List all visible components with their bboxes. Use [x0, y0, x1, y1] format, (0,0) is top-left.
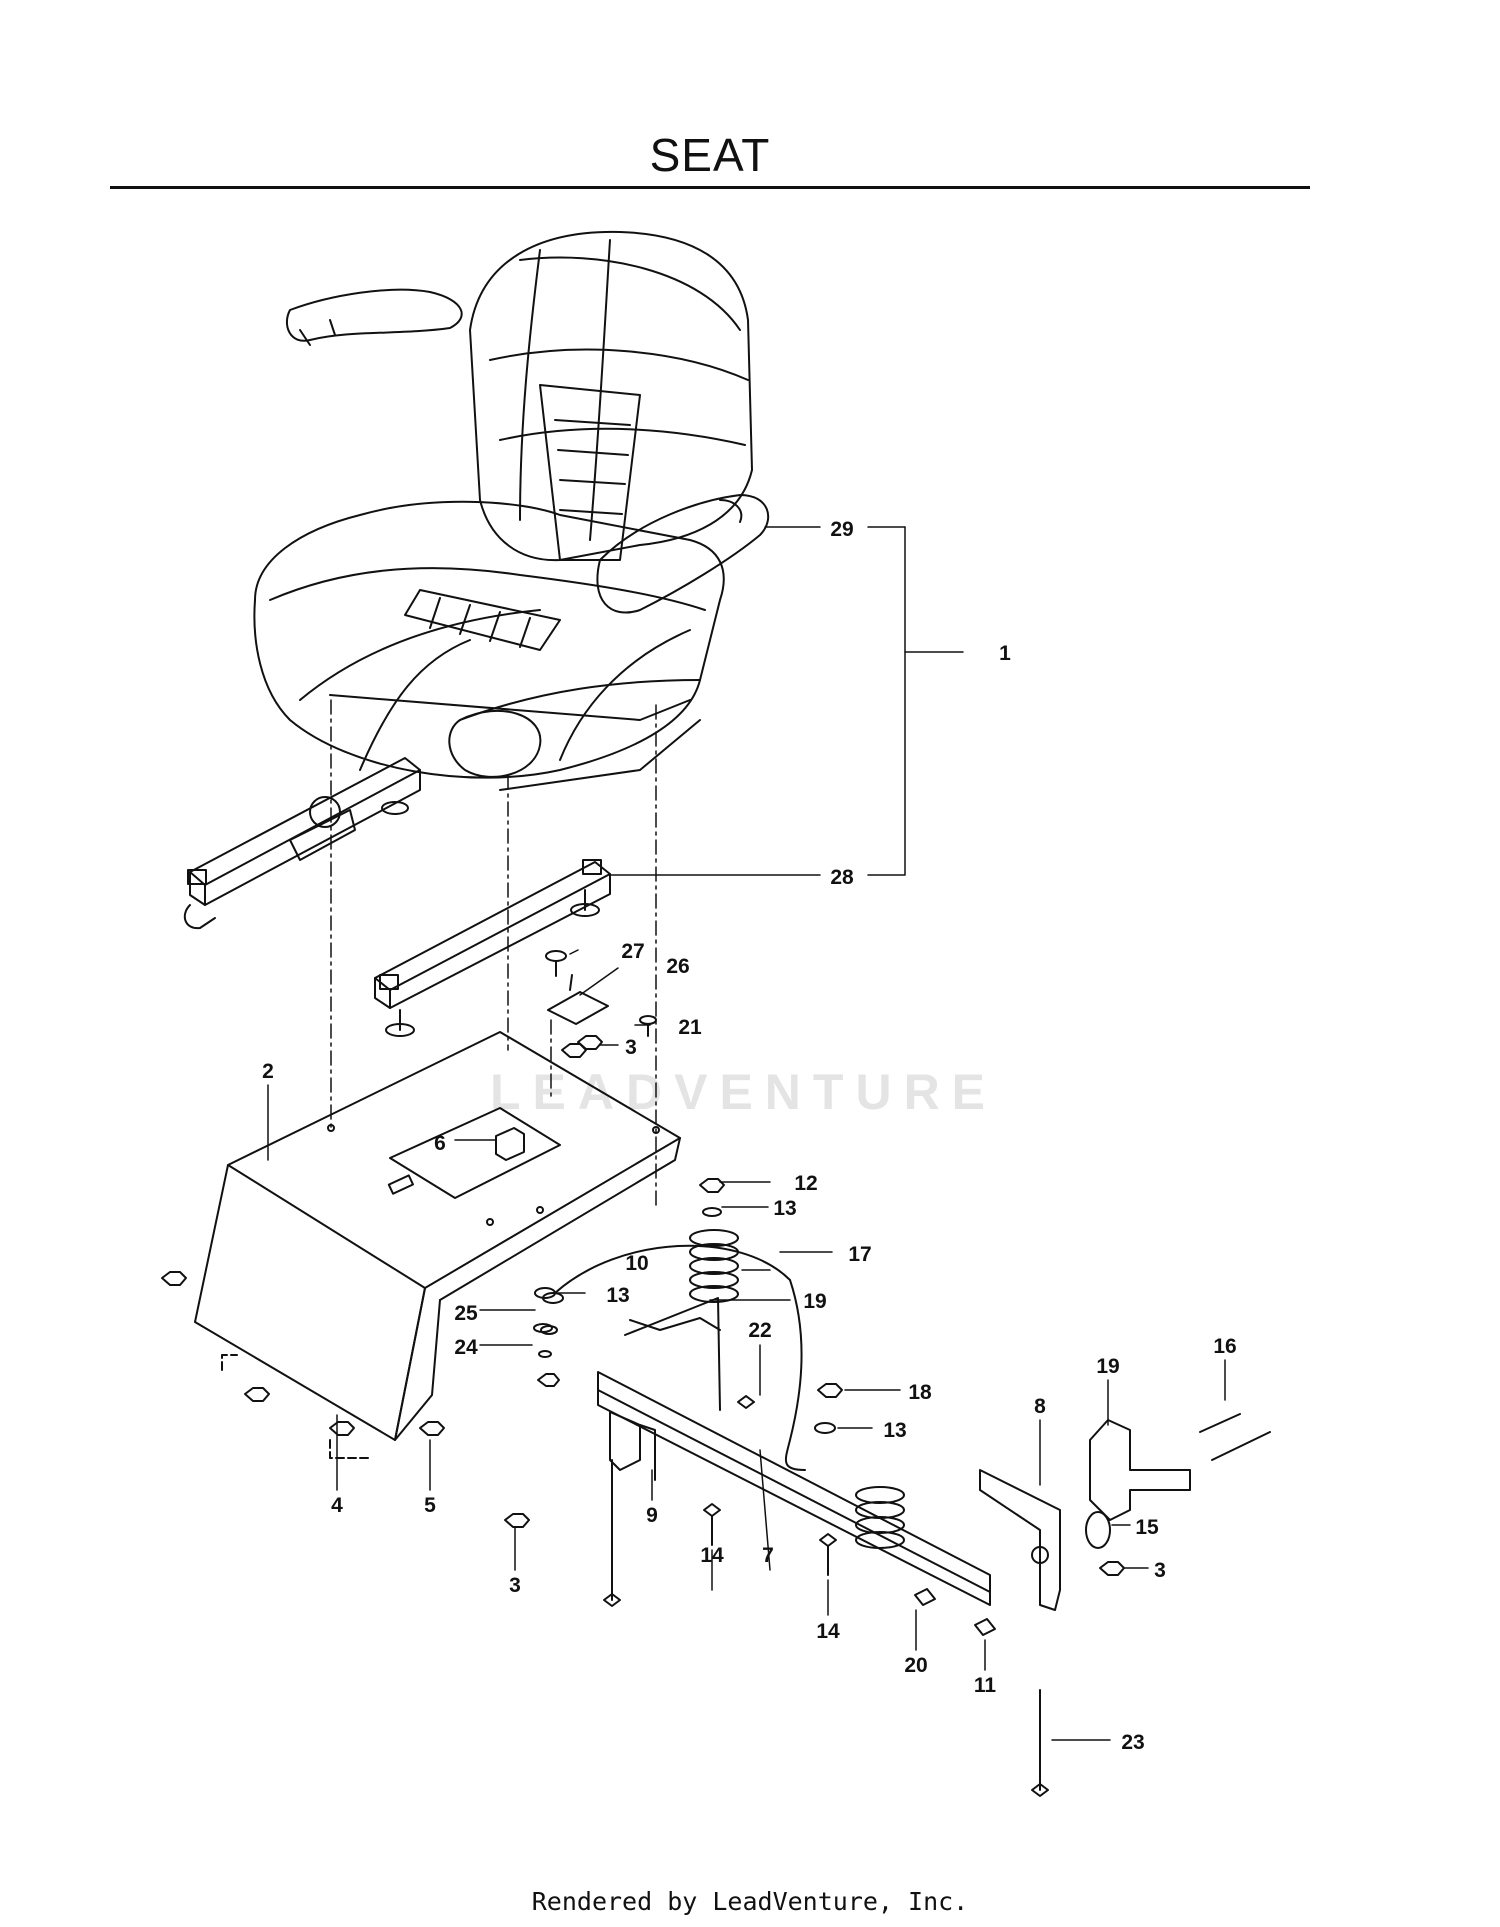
callout-27[interactable]: 27	[621, 940, 644, 963]
callout-6[interactable]: 6	[434, 1132, 446, 1155]
callout-22[interactable]: 22	[748, 1319, 771, 1342]
slide-rail-left	[183, 757, 421, 930]
callout-1[interactable]: 1	[999, 642, 1011, 665]
seat-illustration	[253, 230, 770, 791]
leader-lines	[267, 526, 1226, 1741]
callout-18[interactable]: 18	[908, 1381, 932, 1404]
callout-3[interactable]: 3	[509, 1574, 521, 1597]
callout-26[interactable]: 26	[666, 955, 689, 978]
seat-pan	[194, 1031, 681, 1441]
callout-15[interactable]: 15	[1135, 1516, 1159, 1539]
watermark-text: LEADVENTURE	[490, 1064, 998, 1120]
callout-4[interactable]: 4	[331, 1494, 343, 1517]
callout-19[interactable]: 19	[803, 1290, 826, 1313]
callout-17[interactable]: 17	[848, 1243, 871, 1266]
title-rule	[110, 186, 1310, 189]
callout-29[interactable]: 29	[830, 518, 853, 541]
slide-rail-right	[374, 859, 611, 1037]
callout-10[interactable]: 10	[625, 1252, 648, 1275]
callout-13[interactable]: 13	[883, 1419, 906, 1442]
callout-24[interactable]: 24	[454, 1336, 478, 1359]
footer-credit: Rendered by LeadVenture, Inc.	[531, 1887, 969, 1916]
callout-23[interactable]: 23	[1121, 1731, 1144, 1754]
callout-13[interactable]: 13	[773, 1197, 796, 1220]
callout-14[interactable]: 14	[700, 1544, 724, 1567]
spring-cable	[534, 1178, 806, 1471]
callout-2[interactable]: 2	[262, 1060, 274, 1083]
callout-20[interactable]: 20	[904, 1654, 927, 1677]
callout-14[interactable]: 14	[816, 1620, 840, 1643]
callout-21[interactable]: 21	[678, 1016, 702, 1039]
callout-16[interactable]: 16	[1213, 1335, 1236, 1358]
callout-25[interactable]: 25	[454, 1302, 478, 1325]
crossbar-assembly	[504, 1297, 1271, 1797]
bracket-hardware	[545, 950, 657, 1058]
callout-19[interactable]: 19	[1096, 1355, 1119, 1378]
page-title: SEAT	[649, 129, 771, 181]
callout-3[interactable]: 3	[1154, 1559, 1166, 1582]
callout-3[interactable]: 3	[625, 1036, 637, 1059]
pan-fasteners	[161, 1271, 445, 1459]
callout-12[interactable]: 12	[794, 1172, 817, 1195]
alignment-lines	[330, 699, 657, 1211]
callout-28[interactable]: 28	[830, 866, 854, 889]
callout-5[interactable]: 5	[424, 1494, 436, 1517]
callout-9[interactable]: 9	[646, 1504, 658, 1527]
callout-13[interactable]: 13	[606, 1284, 629, 1307]
callout-7[interactable]: 7	[762, 1544, 774, 1567]
callout-8[interactable]: 8	[1034, 1395, 1046, 1418]
callout-labels: 29 1 28 27 26 21 3 2 6 12 13 17 10 13 19…	[262, 518, 1237, 1754]
callout-11[interactable]: 11	[974, 1674, 997, 1697]
